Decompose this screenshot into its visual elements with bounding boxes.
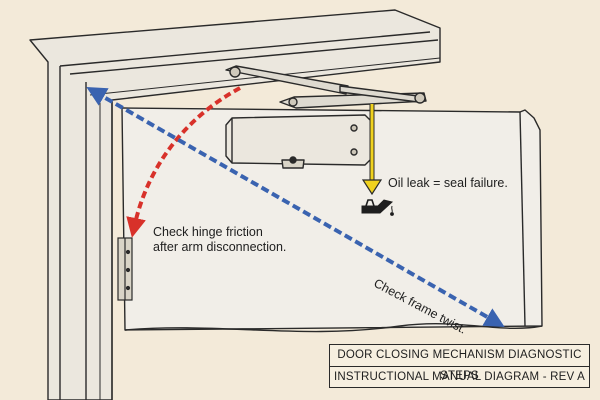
- closer-body: [225, 114, 373, 169]
- hinge-annotation-line2: after arm disconnection.: [153, 240, 287, 254]
- hinge-friction-annotation: Check hinge friction after arm disconnec…: [153, 225, 286, 255]
- frame-twist-arrow: [86, 87, 505, 327]
- oil-can-icon: [361, 199, 394, 216]
- hinge: [117, 237, 133, 301]
- hinge-annotation-line1: Check hinge friction: [153, 225, 263, 239]
- title-block-subheading: INSTRUCTIONAL MANUAL DIAGRAM - REV A: [330, 366, 589, 388]
- title-block: DOOR CLOSING MECHANISM DIAGNOSTIC STEPS …: [329, 344, 590, 388]
- oil-leak-annotation: Oil leak = seal failure.: [388, 176, 508, 190]
- title-block-heading: DOOR CLOSING MECHANISM DIAGNOSTIC STEPS: [337, 349, 582, 382]
- oil-leak-arrow: [361, 104, 383, 196]
